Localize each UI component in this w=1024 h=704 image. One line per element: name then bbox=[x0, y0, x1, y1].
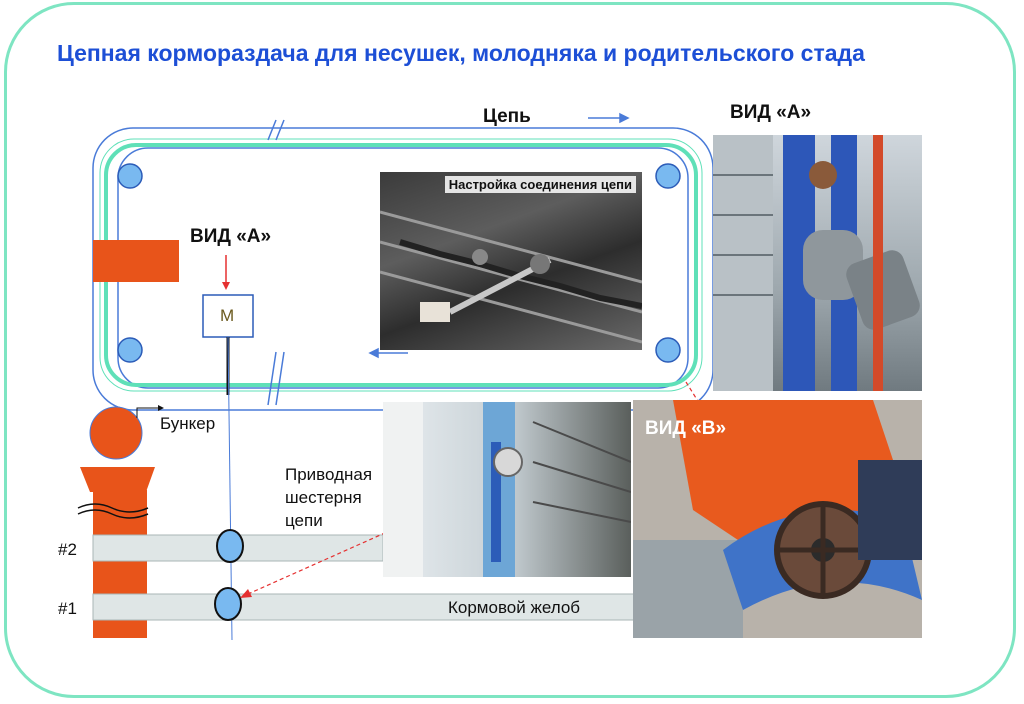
outer-frame bbox=[4, 2, 1016, 698]
drive-gear-label-1: Приводная bbox=[285, 465, 373, 484]
arrow-right bbox=[588, 112, 630, 124]
photo-view-a bbox=[713, 135, 922, 391]
drive-gear-label-2: шестерня bbox=[285, 488, 362, 507]
chain-photo-art bbox=[380, 210, 642, 344]
photo-view-b: ВИД «В» bbox=[633, 400, 922, 638]
view-a-diagram-label: ВИД «А» bbox=[190, 226, 272, 247]
motor-label: M bbox=[220, 306, 235, 325]
break-mark-bottom bbox=[267, 351, 285, 406]
feed-trough-1 bbox=[92, 593, 639, 621]
view-b-photo-art bbox=[633, 400, 922, 638]
view-b-label: ВИД «В» bbox=[645, 418, 727, 439]
hopper-bin bbox=[89, 406, 143, 460]
photo-chain-caption: Настройка соединения цепи bbox=[444, 176, 636, 193]
hopper-block bbox=[93, 240, 179, 282]
hopper-cone bbox=[80, 467, 155, 492]
corner-wheel-top-right bbox=[655, 163, 681, 189]
line-1-label: #1 bbox=[58, 599, 77, 618]
drive-gear-2 bbox=[216, 529, 244, 563]
gear-photo-art bbox=[383, 402, 631, 577]
chain-label: Цепь bbox=[483, 106, 531, 127]
arrow-left bbox=[368, 347, 408, 359]
hopper-label: Бункер bbox=[160, 414, 216, 433]
corner-wheel-bottom-right bbox=[655, 337, 681, 363]
corner-wheel-bottom-left bbox=[117, 337, 143, 363]
break-mark-top bbox=[267, 119, 285, 141]
drive-gear-label-3: цепи bbox=[285, 511, 323, 530]
line-2-label: #2 bbox=[58, 540, 77, 559]
motor-photo-art bbox=[713, 135, 920, 391]
photo-drive-gear bbox=[383, 402, 631, 577]
feed-trough-label: Кормовой желоб bbox=[448, 598, 581, 617]
drive-gear-1 bbox=[214, 587, 242, 621]
view-a-photo-label: ВИД «А» bbox=[730, 102, 812, 123]
page-title: Цепная кормораздача для несушек, молодня… bbox=[57, 40, 865, 66]
photo-chain-adjustment: Настройка соединения цепи bbox=[380, 172, 642, 350]
corner-wheel-top-left bbox=[117, 163, 143, 189]
